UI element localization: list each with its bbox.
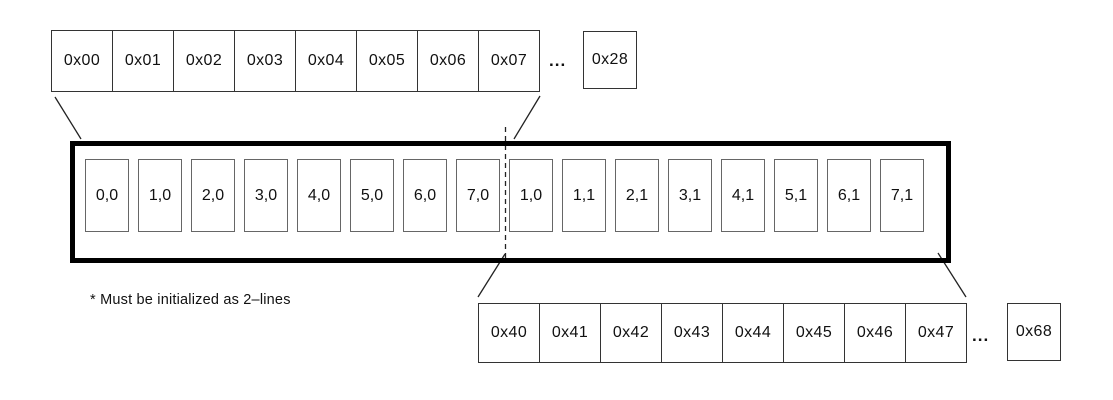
cache-slot: 2,0 <box>191 159 235 232</box>
address-cell: 0x45 <box>783 303 845 363</box>
cache-slot: 6,1 <box>827 159 871 232</box>
address-cell: 0x03 <box>234 30 296 92</box>
address-cell: 0x07 <box>478 30 540 92</box>
cache-slot: 7,0 <box>456 159 500 232</box>
cache-slot: 1,0 <box>509 159 553 232</box>
ellipsis-bottom: ... <box>972 326 990 345</box>
address-cell: 0x06 <box>417 30 479 92</box>
cache-slot: 6,0 <box>403 159 447 232</box>
cache-line-box: 0,0 1,0 2,0 3,0 4,0 5,0 6,0 7,0 1,0 1,1 … <box>70 141 951 263</box>
cache-slot: 0,0 <box>85 159 129 232</box>
cache-slot: 7,1 <box>880 159 924 232</box>
cache-slot: 1,0 <box>138 159 182 232</box>
address-cell: 0x04 <box>295 30 357 92</box>
ellipsis-top: ... <box>549 51 567 70</box>
connector-top-left-line <box>54 96 82 140</box>
address-cell: 0x41 <box>539 303 601 363</box>
address-cell: 0x47 <box>905 303 967 363</box>
address-cell: 0x42 <box>600 303 662 363</box>
address-row-top: 0x00 0x01 0x02 0x03 0x04 0x05 0x06 0x07 <box>51 30 540 92</box>
cache-slot: 3,1 <box>668 159 712 232</box>
address-cell: 0x44 <box>722 303 784 363</box>
cache-slot: 5,0 <box>350 159 394 232</box>
cache-slot: 4,0 <box>297 159 341 232</box>
cache-slot: 1,1 <box>562 159 606 232</box>
address-cell: 0x40 <box>478 303 540 363</box>
connector-top-right-line <box>513 95 541 140</box>
address-row-bottom: 0x40 0x41 0x42 0x43 0x44 0x45 0x46 0x47 <box>478 303 967 363</box>
cache-slot: 4,1 <box>721 159 765 232</box>
address-cell: 0x05 <box>356 30 418 92</box>
note-text: * Must be initialized as 2–lines <box>90 292 291 308</box>
address-cell-0x28: 0x28 <box>583 31 637 89</box>
address-cell-0x68: 0x68 <box>1007 303 1061 361</box>
address-cell: 0x01 <box>112 30 174 92</box>
address-cell: 0x46 <box>844 303 906 363</box>
address-cell: 0x43 <box>661 303 723 363</box>
cache-slot: 3,0 <box>244 159 288 232</box>
cache-slot: 5,1 <box>774 159 818 232</box>
cache-slot: 2,1 <box>615 159 659 232</box>
address-cell: 0x00 <box>51 30 113 92</box>
address-cell: 0x02 <box>173 30 235 92</box>
